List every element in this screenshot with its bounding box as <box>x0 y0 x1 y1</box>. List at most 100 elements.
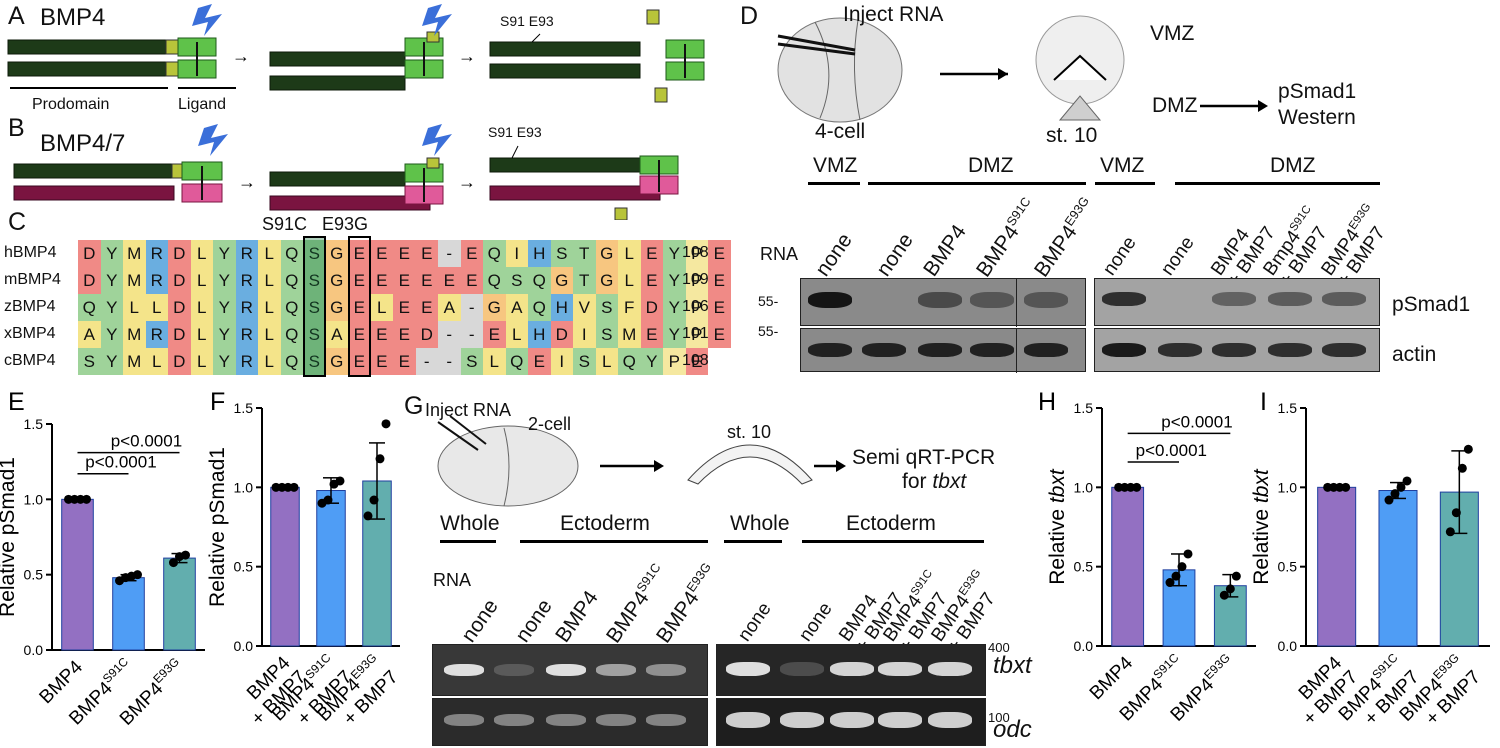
embryo-injection-diagram <box>777 15 1125 123</box>
alignment-residue: P <box>663 348 686 375</box>
alignment-residue: S <box>460 348 483 375</box>
p-value-label: p<0.0001 <box>1161 412 1232 431</box>
alignment-residue: D <box>168 240 191 267</box>
psmad-band <box>808 292 852 308</box>
alignment-residue: D <box>415 321 438 348</box>
alignment-residue: S <box>303 294 326 321</box>
alignment-residue: E <box>415 267 438 294</box>
panel-letter-a: A <box>8 2 25 30</box>
blot1-dmz-line <box>868 182 1086 185</box>
panel-d-rna-label: RNA <box>760 244 799 264</box>
dmz-arrow <box>1200 100 1268 112</box>
ligand-label: Ligand <box>178 96 227 113</box>
tbxt-band <box>596 664 636 676</box>
alignment-residue: G <box>550 267 573 294</box>
alignment-residue: S <box>505 267 528 294</box>
gel1-ecto-header: Ectoderm <box>560 512 650 535</box>
alignment-residue: D <box>168 348 191 375</box>
alignment-residue: L <box>258 294 281 321</box>
alignment-residue: Y <box>663 267 686 294</box>
y-axis-label: Relative tbxt <box>1046 468 1069 585</box>
data-point <box>1171 571 1181 581</box>
blot2-dmz-header: DMZ <box>1270 154 1316 177</box>
data-point <box>1457 463 1467 473</box>
gel2-whole-line <box>724 540 782 543</box>
alignment-residue: Q <box>280 294 303 321</box>
alignment-residue: E <box>348 240 371 267</box>
alignment-residue: E <box>348 294 371 321</box>
panel-letter-e: E <box>8 388 25 416</box>
alignment-residue: T <box>573 267 596 294</box>
alignment-residue: L <box>145 348 168 375</box>
panel-letter-c: C <box>8 208 27 236</box>
alignment-residue: R <box>235 348 258 375</box>
highlight-box-e93 <box>348 236 371 377</box>
alignment-residue: L <box>190 240 213 267</box>
actin-band <box>1158 343 1202 357</box>
data-point <box>1396 482 1406 492</box>
alignment-residue: Y <box>100 321 123 348</box>
alignment-residue: Q <box>528 294 551 321</box>
alignment-residue: R <box>235 294 258 321</box>
alignment-row-name: mBMP4 <box>4 271 61 288</box>
panel-d-vmz: VMZ <box>1150 22 1195 45</box>
alignment-residue: R <box>235 267 258 294</box>
psmad-band <box>918 292 962 308</box>
alignment-residue: Q <box>280 321 303 348</box>
data-point <box>1341 482 1351 492</box>
bar <box>270 486 300 647</box>
alignment-residue: L <box>190 348 213 375</box>
alignment-residue: E <box>370 267 393 294</box>
alignment-residue: E <box>348 321 371 348</box>
prodomain-label: Prodomain <box>32 96 110 113</box>
alignment-residue: G <box>595 267 618 294</box>
data-point <box>335 476 345 486</box>
y-tick-label: 1.5 <box>24 416 44 432</box>
alignment-residue: L <box>145 294 168 321</box>
data-point <box>1177 562 1187 572</box>
alignment-residue: S <box>303 321 326 348</box>
alignment-residue: Y <box>663 240 686 267</box>
alignment-residue: E <box>348 267 371 294</box>
gel2-ecto-header: Ectoderm <box>846 512 936 535</box>
alignment-residue: M <box>123 348 146 375</box>
blot1-vmz-header: VMZ <box>813 154 858 177</box>
y-tick-label: 0.0 <box>234 638 254 654</box>
alignment-residue: V <box>573 294 596 321</box>
alignment-residue: E <box>528 348 551 375</box>
panel-g-2cell: 2-cell <box>528 414 572 434</box>
mw-marker-55-top: 55- <box>758 293 779 309</box>
gel-label-odc: odc <box>993 716 1032 743</box>
alignment-residue: E <box>708 240 731 267</box>
gel1-ecto-line <box>520 540 708 543</box>
panel-g-inject: Inject RNA <box>425 400 512 420</box>
alignment-residue: F <box>618 294 641 321</box>
alignment-residue: L <box>190 294 213 321</box>
alignment-residue: - <box>438 321 461 348</box>
alignment-residue: Y <box>213 348 236 375</box>
alignment-residue: - <box>460 321 483 348</box>
alignment-residue: E <box>393 240 416 267</box>
panel-b-diagram: → → <box>13 124 679 220</box>
alignment-residue: E <box>640 267 663 294</box>
alignment-residue: R <box>235 321 258 348</box>
bp-marker-400: 400 <box>988 640 1010 655</box>
odc-band <box>780 712 824 728</box>
alignment-residue: - <box>460 294 483 321</box>
y-axis-label: Relative tbxt <box>1250 468 1273 585</box>
alignment-residue: S <box>303 348 326 375</box>
panel-g-rna-label: RNA <box>433 570 472 590</box>
svg-text:→: → <box>232 46 250 66</box>
alignment-residue: L <box>595 348 618 375</box>
alignment-residue: S <box>550 240 573 267</box>
panel-letter-g: G <box>404 392 424 420</box>
alignment-residue: Y <box>213 294 236 321</box>
y-tick-label: 0.5 <box>1074 559 1094 575</box>
alignment-residue: E <box>415 240 438 267</box>
alignment-residue: D <box>168 267 191 294</box>
alignment-residue: E <box>370 321 393 348</box>
panel-letter-b: B <box>8 114 25 142</box>
gel1-whole-line <box>440 540 496 543</box>
data-point <box>133 570 142 580</box>
